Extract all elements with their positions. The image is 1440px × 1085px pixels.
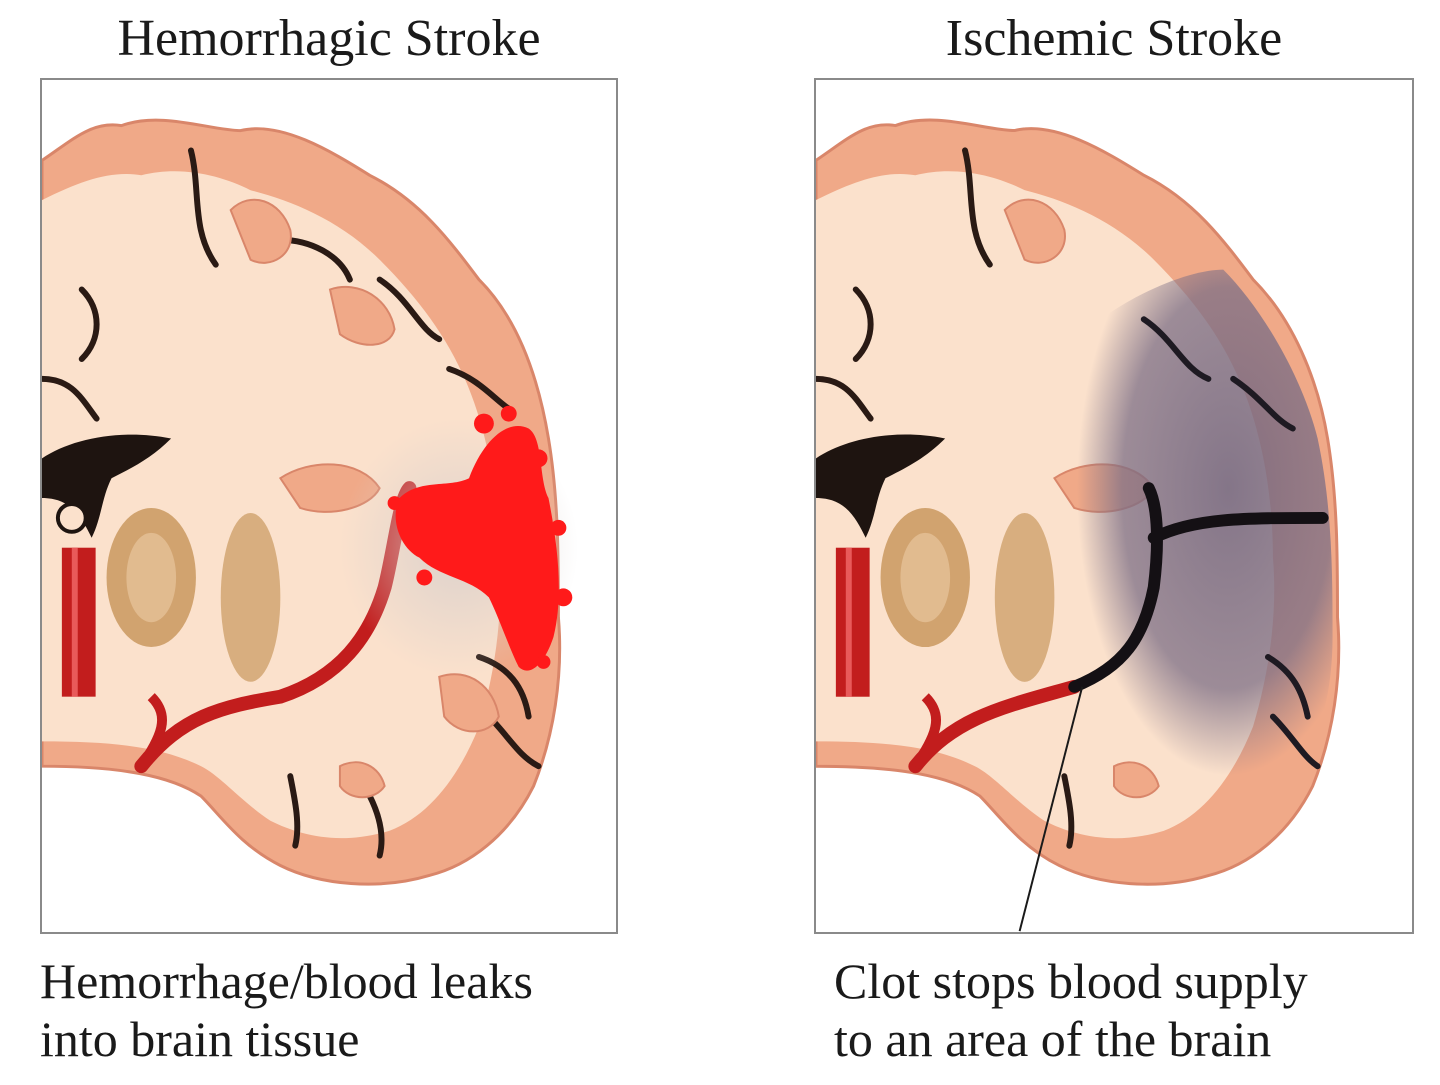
caption-line: to an area of the brain [834,1011,1272,1067]
ischemic-caption: Clot stops blood supply to an area of th… [834,952,1308,1068]
caption-line: Hemorrhage/blood leaks [40,953,533,1009]
caption-line: into brain tissue [40,1011,360,1067]
ischemic-stroke-title: Ischemic Stroke [945,10,1283,67]
hemorrhage-region [395,426,559,671]
sulci-lines [816,147,1075,849]
ischemic-sulci [1140,316,1321,770]
brain-cross-section-hemorrhagic [42,118,579,886]
ventricle-septum [55,502,88,534]
midline-artery [835,547,870,697]
midline-artery [61,547,96,697]
hemorrhagic-stroke-illustration [40,78,618,934]
basal-ganglia [106,507,281,682]
ischemic-stroke-illustration [814,78,1414,934]
hemorrhagic-stroke-title: Hemorrhagic Stroke [117,10,541,67]
basal-ganglia [880,507,1055,682]
clot-pointer-line [1018,686,1084,932]
lateral-ventricle [816,434,946,538]
caption-line: Clot stops blood supply [834,953,1308,1009]
occluded-artery [1068,482,1329,693]
hemorrhage-speckles [387,405,573,669]
lateral-ventricle [42,434,172,538]
hemorrhagic-caption: Hemorrhage/blood leaks into brain tissue [40,952,533,1068]
brain-cross-section-ischemic [816,118,1341,932]
